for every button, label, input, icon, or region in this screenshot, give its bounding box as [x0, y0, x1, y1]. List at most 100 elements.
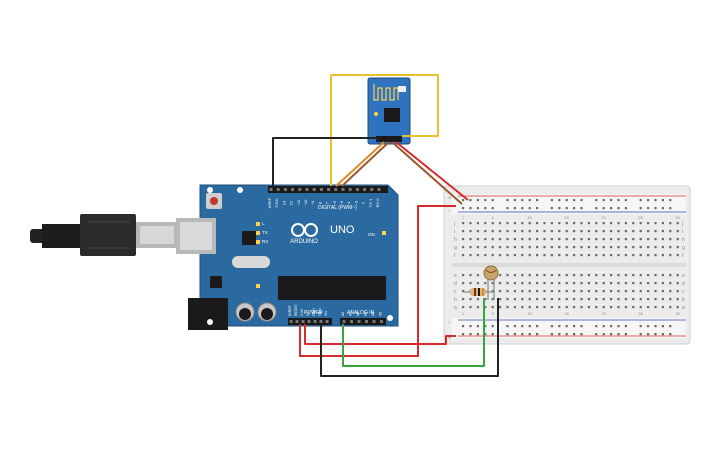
rail-hole[interactable]	[573, 333, 576, 336]
rail-hole[interactable]	[513, 325, 516, 328]
breadboard-hole[interactable]	[491, 282, 494, 285]
breadboard-hole[interactable]	[550, 238, 553, 241]
wire-red-5v[interactable]	[304, 324, 456, 345]
breadboard-hole[interactable]	[491, 254, 494, 257]
rail-hole[interactable]	[506, 207, 509, 210]
breadboard-hole[interactable]	[550, 230, 553, 233]
rail-hole[interactable]	[595, 199, 598, 202]
breadboard-hole[interactable]	[469, 298, 472, 301]
breadboard-hole[interactable]	[550, 222, 553, 225]
breadboard-hole[interactable]	[587, 230, 590, 233]
breadboard-hole[interactable]	[595, 254, 598, 257]
rail-hole[interactable]	[513, 199, 516, 202]
breadboard-hole[interactable]	[595, 282, 598, 285]
breadboard-hole[interactable]	[484, 282, 487, 285]
rail-hole[interactable]	[610, 199, 613, 202]
rail-hole[interactable]	[654, 207, 657, 210]
breadboard-hole[interactable]	[669, 222, 672, 225]
rail-hole[interactable]	[669, 207, 672, 210]
analog-pin[interactable]	[372, 320, 376, 323]
breadboard-hole[interactable]	[558, 290, 561, 293]
rail-hole[interactable]	[550, 199, 553, 202]
rail-hole[interactable]	[647, 199, 650, 202]
rail-hole[interactable]	[536, 325, 539, 328]
breadboard-hole[interactable]	[676, 282, 679, 285]
breadboard-hole[interactable]	[499, 254, 502, 257]
breadboard-hole[interactable]	[647, 290, 650, 293]
breadboard-hole[interactable]	[610, 254, 613, 257]
rail-hole[interactable]	[469, 325, 472, 328]
breadboard-hole[interactable]	[543, 222, 546, 225]
breadboard-hole[interactable]	[476, 298, 479, 301]
rail-hole[interactable]	[536, 199, 539, 202]
rail-hole[interactable]	[661, 325, 664, 328]
breadboard-hole[interactable]	[661, 238, 664, 241]
breadboard-hole[interactable]	[587, 298, 590, 301]
wire-green-a0[interactable]	[342, 298, 485, 367]
breadboard-hole[interactable]	[499, 246, 502, 249]
breadboard-hole[interactable]	[506, 222, 509, 225]
breadboard-hole[interactable]	[484, 222, 487, 225]
breadboard-hole[interactable]	[661, 298, 664, 301]
breadboard-hole[interactable]	[676, 290, 679, 293]
breadboard-hole[interactable]	[573, 298, 576, 301]
breadboard-hole[interactable]	[469, 254, 472, 257]
power-pin[interactable]	[295, 320, 299, 323]
rail-hole[interactable]	[647, 325, 650, 328]
breadboard-hole[interactable]	[617, 254, 620, 257]
digital-pin[interactable]	[312, 188, 316, 191]
rail-hole[interactable]	[550, 207, 553, 210]
breadboard-hole[interactable]	[476, 274, 479, 277]
breadboard-hole[interactable]	[528, 254, 531, 257]
breadboard-hole[interactable]	[595, 274, 598, 277]
breadboard-hole[interactable]	[565, 254, 568, 257]
rail-hole[interactable]	[558, 207, 561, 210]
breadboard-hole[interactable]	[617, 230, 620, 233]
rail-hole[interactable]	[580, 333, 583, 336]
breadboard-hole[interactable]	[484, 246, 487, 249]
breadboard-hole[interactable]	[521, 254, 524, 257]
breadboard-hole[interactable]	[669, 246, 672, 249]
breadboard-hole[interactable]	[654, 254, 657, 257]
breadboard-hole[interactable]	[587, 222, 590, 225]
breadboard-hole[interactable]	[476, 254, 479, 257]
breadboard-hole[interactable]	[617, 306, 620, 309]
rail-hole[interactable]	[521, 325, 524, 328]
wire-yellow[interactable]	[330, 74, 439, 186]
breadboard-hole[interactable]	[513, 222, 516, 225]
rail-hole[interactable]	[580, 207, 583, 210]
breadboard-hole[interactable]	[528, 238, 531, 241]
rail-hole[interactable]	[506, 199, 509, 202]
wire-black-gnd[interactable]	[320, 298, 499, 377]
breadboard-hole[interactable]	[639, 274, 642, 277]
breadboard-hole[interactable]	[543, 274, 546, 277]
breadboard-hole[interactable]	[462, 290, 465, 293]
breadboard-hole[interactable]	[521, 298, 524, 301]
rail-hole[interactable]	[661, 333, 664, 336]
rail-hole[interactable]	[558, 199, 561, 202]
breadboard-hole[interactable]	[632, 230, 635, 233]
rail-hole[interactable]	[558, 325, 561, 328]
breadboard-hole[interactable]	[639, 282, 642, 285]
rail-hole[interactable]	[536, 333, 539, 336]
breadboard-hole[interactable]	[610, 282, 613, 285]
rail-hole[interactable]	[602, 199, 605, 202]
breadboard-hole[interactable]	[654, 290, 657, 293]
breadboard-hole[interactable]	[499, 238, 502, 241]
breadboard-hole[interactable]	[624, 298, 627, 301]
breadboard-hole[interactable]	[484, 238, 487, 241]
breadboard-hole[interactable]	[469, 246, 472, 249]
breadboard-hole[interactable]	[565, 282, 568, 285]
power-pin[interactable]	[301, 320, 305, 323]
breadboard-hole[interactable]	[669, 298, 672, 301]
rail-hole[interactable]	[536, 207, 539, 210]
breadboard-hole[interactable]	[469, 274, 472, 277]
breadboard-hole[interactable]	[639, 254, 642, 257]
analog-pin[interactable]	[365, 320, 368, 323]
rail-hole[interactable]	[669, 333, 672, 336]
breadboard-hole[interactable]	[676, 222, 679, 225]
breadboard-hole[interactable]	[499, 290, 502, 293]
breadboard-hole[interactable]	[462, 230, 465, 233]
rail-hole[interactable]	[476, 207, 479, 210]
breadboard-hole[interactable]	[462, 274, 465, 277]
